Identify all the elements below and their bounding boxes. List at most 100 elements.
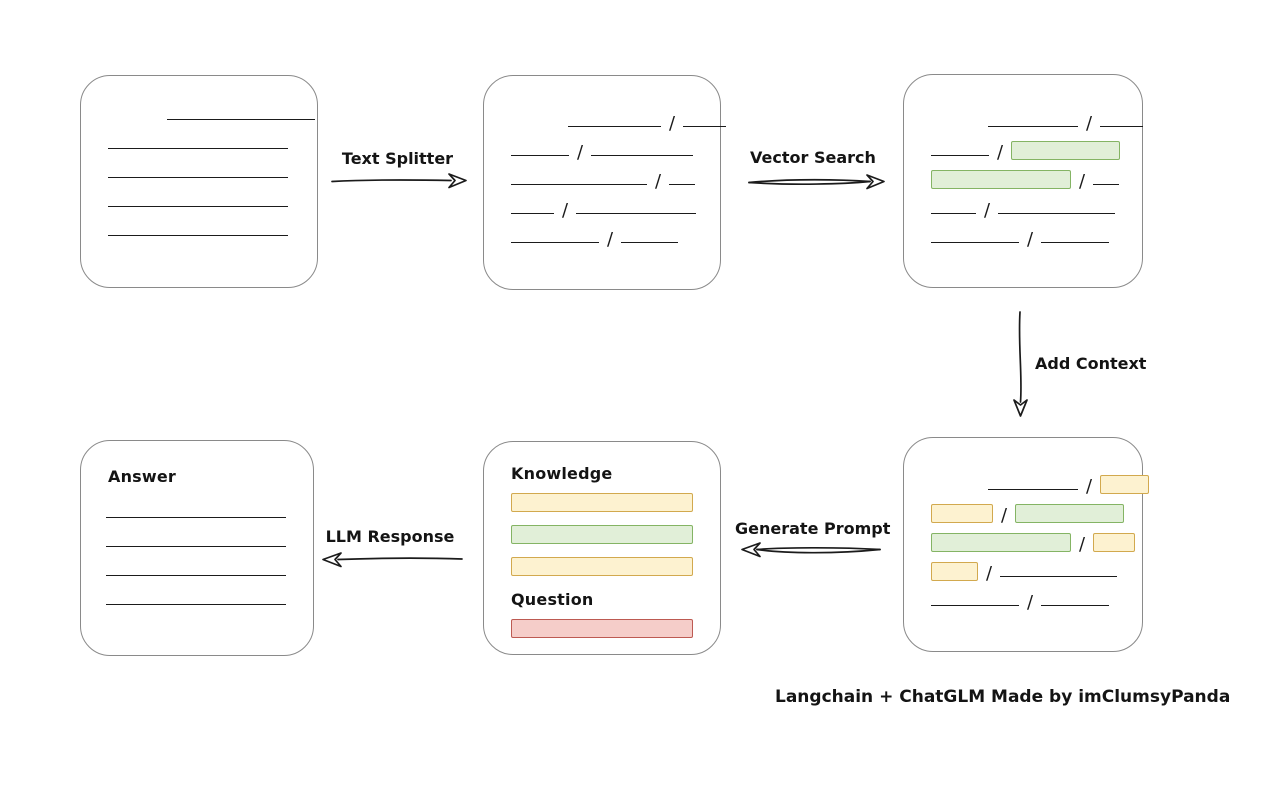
text-row [106, 522, 286, 551]
yellow-highlight-bar [931, 562, 978, 581]
text-line [511, 213, 554, 214]
yellow-highlight-bar [931, 504, 993, 523]
text-line [988, 489, 1078, 490]
text-line [106, 546, 286, 547]
split-slash: / [562, 200, 569, 221]
split-chunk-lines: / / / / / [511, 102, 727, 250]
vector-search-arrow [748, 174, 885, 190]
knowledge-heading: Knowledge [511, 464, 613, 483]
split-slash: / [984, 200, 991, 221]
text-row [167, 95, 315, 124]
split-slash: / [1079, 534, 1086, 555]
arrow-shaft [337, 557, 463, 561]
text-row [108, 153, 315, 182]
split-slash: / [1001, 505, 1008, 526]
split-slash: / [997, 142, 1004, 163]
text-line [931, 213, 976, 214]
knowledge-bars [511, 493, 693, 576]
generate-prompt-label: Generate Prompt [735, 519, 891, 538]
llm-response-label: LLM Response [325, 527, 455, 546]
yellow-highlight-bar [1093, 533, 1136, 552]
split-slash: / [1086, 113, 1093, 134]
arrow-head [448, 173, 467, 189]
split-slash: / [655, 171, 662, 192]
arrow-shaft [1018, 311, 1022, 403]
text-line [108, 177, 288, 178]
answer-lines [106, 493, 286, 609]
split-slash: / [1027, 229, 1034, 250]
split-slash: / [1027, 592, 1034, 613]
arrow-shaft [748, 178, 871, 184]
text-line [931, 242, 1019, 243]
split-slash: / [1079, 171, 1086, 192]
arrow-head [322, 552, 342, 568]
text-line [1100, 126, 1144, 127]
text-splitter-arrow [331, 173, 467, 189]
text-row: / [568, 102, 727, 134]
text-line [669, 184, 696, 185]
answer-node: Answer [80, 440, 314, 656]
text-line [591, 155, 694, 156]
text-line [1041, 242, 1110, 243]
text-line [108, 235, 288, 236]
document-lines [108, 95, 315, 240]
text-row: / [988, 102, 1144, 134]
arrow-head [866, 174, 885, 190]
diagram-caption: Langchain + ChatGLM Made by imClumsyPand… [775, 687, 1231, 707]
answer-heading: Answer [108, 467, 177, 486]
text-row [108, 211, 315, 240]
green-highlight-bar [1015, 504, 1125, 523]
text-row [106, 493, 286, 522]
text-line [1041, 605, 1110, 606]
vector-search-label: Vector Search [750, 148, 876, 167]
yellow-highlight-bar [511, 557, 693, 576]
yellow-highlight-bar [511, 493, 693, 512]
yellow-highlight-bar [1100, 475, 1150, 494]
source-document-node [80, 75, 318, 288]
text-row: / [511, 218, 726, 250]
green-highlight-bar [1011, 141, 1121, 160]
text-line [108, 148, 288, 149]
text-line [1000, 576, 1118, 577]
text-line [621, 242, 679, 243]
split-slash: / [577, 142, 584, 163]
split-slash: / [1086, 476, 1093, 497]
text-line [576, 213, 697, 214]
text-line [568, 126, 661, 127]
split-chunks-node: / / / / / [483, 75, 727, 290]
split-slash: / [607, 229, 614, 250]
text-row: / [931, 160, 1143, 192]
text-row: / [931, 552, 1149, 583]
text-row: / [511, 131, 726, 163]
text-line [931, 605, 1019, 606]
prompt-node: Knowledge Question [483, 441, 721, 655]
llm-response-arrow [322, 552, 463, 568]
text-line [511, 155, 569, 156]
arrow-shaft [756, 546, 881, 551]
text-line [167, 119, 315, 120]
text-line [511, 242, 599, 243]
question-heading: Question [511, 590, 594, 609]
text-line [511, 184, 647, 185]
green-highlight-bar [931, 170, 1071, 189]
matched-chunk-lines: / / / / / [931, 102, 1144, 250]
context-chunk-lines: ///// [931, 465, 1150, 613]
text-line [998, 213, 1116, 214]
text-line [106, 575, 286, 576]
text-row: / [931, 218, 1143, 250]
arrow-head [741, 542, 761, 558]
text-line [106, 517, 286, 518]
matched-chunks-node: / / / / / [903, 74, 1144, 288]
text-row: / [988, 465, 1150, 497]
arrow-head [1013, 399, 1028, 417]
split-slash: / [669, 113, 676, 134]
text-row: / [931, 581, 1149, 613]
text-row [106, 551, 286, 580]
text-line [683, 126, 727, 127]
question-bars [511, 619, 693, 638]
text-line [988, 126, 1078, 127]
text-row [108, 124, 315, 153]
text-row: / [931, 131, 1143, 163]
text-row: / [511, 189, 726, 221]
